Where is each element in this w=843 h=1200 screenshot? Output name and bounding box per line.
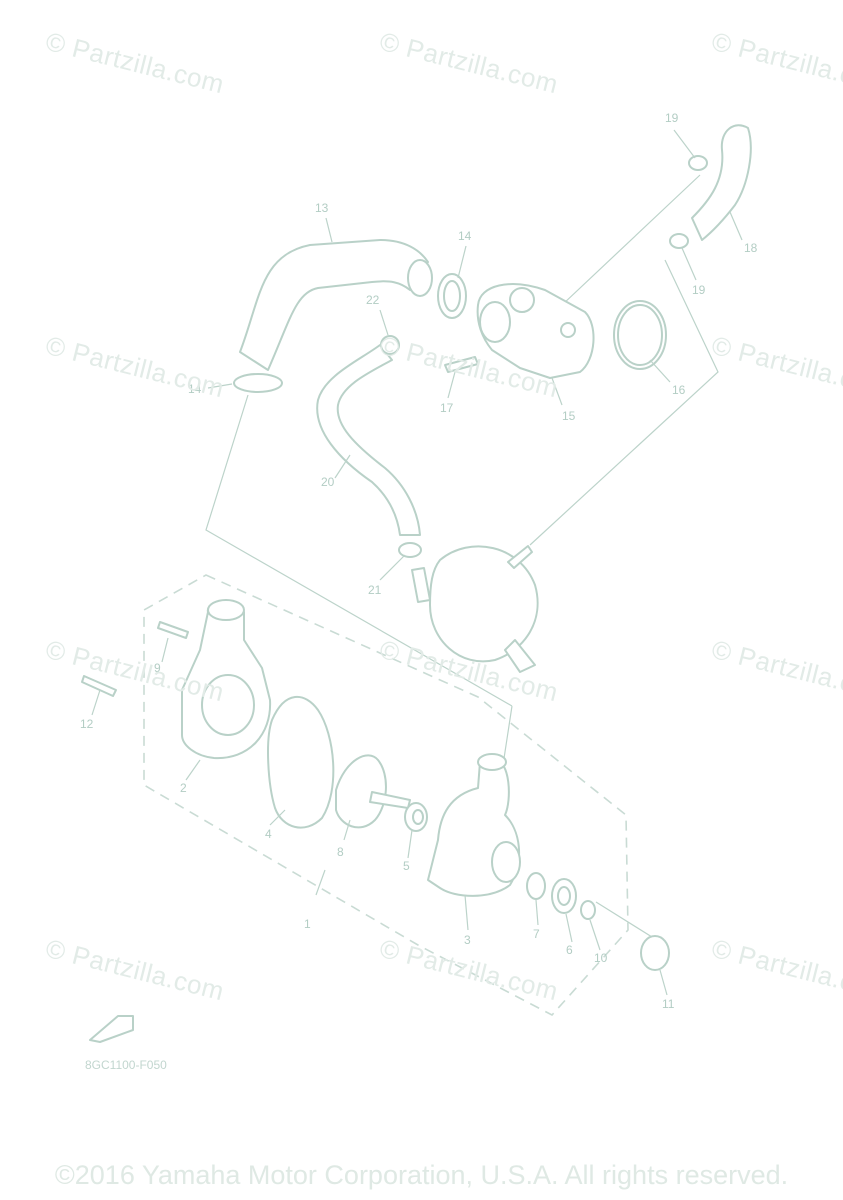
label-7: 7 <box>533 927 540 941</box>
circlip-10 <box>580 900 596 920</box>
cooler-pipe <box>411 567 431 603</box>
clamp-22 <box>380 335 400 355</box>
o-ring-11 <box>640 935 670 971</box>
pump-housing-3-shaft-bore <box>491 841 521 883</box>
housing-15-outlet <box>479 301 511 343</box>
clamp-21 <box>398 542 422 558</box>
cooler-body <box>429 545 539 663</box>
cooler-mount <box>504 639 536 673</box>
label-14-upper: 14 <box>458 229 472 243</box>
label-14-lower: 14 <box>188 382 202 396</box>
bolt-12 <box>81 675 117 697</box>
seal-5-inner <box>412 809 424 825</box>
label-8: 8 <box>337 845 344 859</box>
part-code: 8GC1100-F050 <box>85 1058 167 1072</box>
hose-20 <box>316 344 421 536</box>
pump-cover-2-neck <box>207 599 245 621</box>
bolt-9 <box>157 621 189 639</box>
label-15: 15 <box>562 409 576 423</box>
leader-lines <box>91 129 743 996</box>
gasket-4 <box>267 695 335 829</box>
label-3: 3 <box>464 933 471 947</box>
label-16: 16 <box>672 383 686 397</box>
bearing-6-inner <box>557 886 571 906</box>
callout-labels: 1 2 3 4 5 6 7 8 9 10 11 12 13 14 14 15 1… <box>80 111 758 1011</box>
clamp-14-upper-inner <box>443 280 461 312</box>
hose-13 <box>239 239 429 371</box>
label-17: 17 <box>440 401 454 415</box>
label-6: 6 <box>566 943 573 957</box>
label-2: 2 <box>180 781 187 795</box>
assembly-outline <box>143 574 629 1016</box>
cooler-nipple <box>507 545 533 569</box>
clamp-14-lower <box>233 373 283 393</box>
label-20: 20 <box>321 475 335 489</box>
hose-18 <box>691 124 752 241</box>
label-13: 13 <box>315 201 329 215</box>
copyright-notice: ©2016 Yamaha Motor Corporation, U.S.A. A… <box>54 1160 789 1190</box>
fwd-arrow-icon <box>89 1015 134 1043</box>
impeller-8 <box>335 754 387 829</box>
pump-housing-3-inlet <box>477 753 507 771</box>
label-11: 11 <box>662 997 675 1011</box>
label-4: 4 <box>265 827 272 841</box>
bolt-17 <box>444 356 479 373</box>
housing-15-bolt <box>560 322 576 338</box>
housing-15-port <box>509 287 535 313</box>
label-9: 9 <box>154 661 161 675</box>
label-5: 5 <box>403 859 410 873</box>
guide-lines <box>205 174 719 943</box>
clamp-19-a <box>688 155 708 171</box>
label-21: 21 <box>368 583 382 597</box>
label-10: 10 <box>594 951 608 965</box>
hose-13-end <box>407 259 433 297</box>
label-18: 18 <box>744 241 758 255</box>
label-22: 22 <box>366 293 380 307</box>
label-1: 1 <box>304 917 311 931</box>
label-19-lower: 19 <box>692 283 706 297</box>
label-12: 12 <box>80 717 94 731</box>
seal-7 <box>526 872 546 900</box>
pump-cover-2-impeller-bay <box>201 674 255 736</box>
o-ring-16-inner <box>617 304 663 366</box>
label-19-upper: 19 <box>665 111 679 125</box>
clamp-19-b <box>669 233 689 249</box>
